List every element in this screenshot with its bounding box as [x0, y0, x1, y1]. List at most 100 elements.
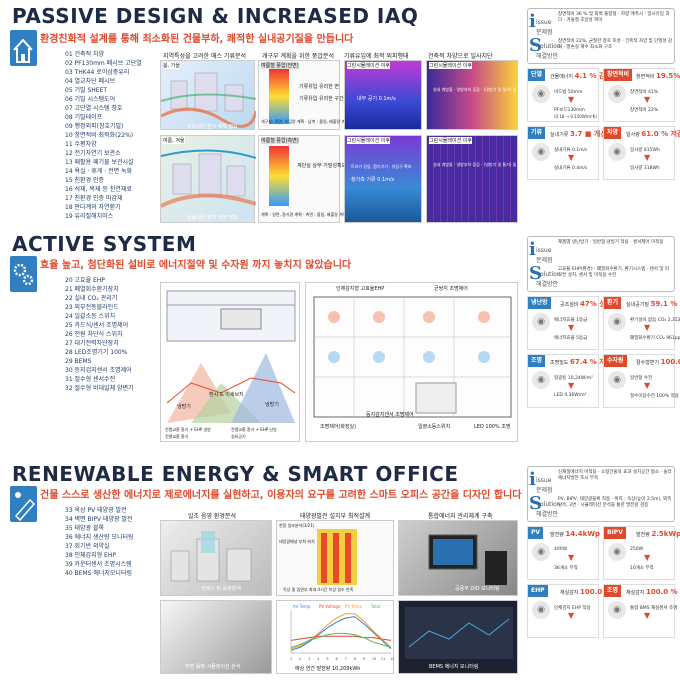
panel-heading: 기류유입에 최적 외피행태: [344, 53, 409, 60]
metric-after: 에너지효율 5등급: [554, 336, 588, 341]
legend-entry: PV Temp: [345, 604, 363, 609]
x-tick-label: 4: [317, 657, 320, 661]
metric-before: 일반형 수전: [630, 376, 653, 381]
metric-after: LED 4,36W/m²: [554, 393, 587, 398]
x-tick-label: 3: [308, 657, 310, 661]
metric-before: 인체감지 EHP 적용: [554, 606, 591, 611]
feature-item: 25 카드식/센서 조명제어: [65, 322, 129, 329]
feature-item: 27 대기전력차단장치: [65, 340, 119, 347]
issue-box: i issue 문제점 신재생에너지 미적용 · 소형건물의 효과 설치공간 협…: [527, 466, 675, 522]
arrow-down-icon: ▼: [644, 611, 651, 620]
did-monitor-image: 공용부 DID 모니터링: [398, 520, 518, 596]
metric-head: 단열: [528, 69, 546, 81]
feature-item: 34 벽면 BIPV 태양광 발전: [65, 516, 133, 523]
x-tick-label: 11: [381, 657, 385, 661]
hvac-section-diagram: 냉방기 환시 & 이세브지 냉방기 전열교환 환기 + EHP 냉방 전열교환 …: [160, 282, 300, 442]
feature-item: 36 에너지 생산량 모니터링: [65, 534, 134, 541]
metric-head: 기류: [528, 127, 546, 139]
x-tick-label: 7: [345, 657, 347, 661]
feature-item: 09 행정외피(창호기밀): [65, 123, 124, 130]
x-tick-label: 6: [335, 657, 337, 661]
metric-icon: ◉: [532, 85, 550, 103]
metric-value: 발전량 2.5kWp 설치: [636, 530, 680, 538]
metric-before: 비드법 50mm: [554, 90, 583, 95]
metric-value: 일사량 61.0 % 저감: [626, 130, 680, 138]
panel-heading: 지역특성을 고려한 매스 기류분석: [163, 53, 247, 60]
arrow-down-icon: ▼: [644, 153, 651, 162]
gears-icon: [10, 256, 37, 292]
metric-before: 창면적비 41%: [630, 90, 658, 95]
panel-heading: 태양광발전 설치부 최적설계: [300, 513, 371, 520]
metric-before: 에너지효율 1등급: [554, 318, 588, 323]
legend-entry: PV Voltage: [319, 604, 341, 609]
section-renewable: RENEWABLE ENERGY & SMART OFFICE 건물 스스로 생…: [0, 454, 680, 682]
x-tick-label: 5: [326, 657, 328, 661]
metric-after: 10개소 부착: [630, 566, 654, 571]
simulation-image-before: 그린시뮬레이션 이후 내부 공기 0.1m/s: [344, 60, 422, 130]
metric-head: 조명: [604, 585, 622, 597]
feature-item: 28 LED조명기기 100%: [65, 349, 128, 356]
feature-item: 11 수평차양: [65, 141, 97, 148]
feature-item: 06 기밀 시스템도어: [65, 96, 116, 103]
x-tick-label: 12: [390, 657, 394, 661]
feature-item: 40 BEMS 에너지모니터링: [65, 570, 132, 577]
metric-before: 400W: [554, 547, 568, 552]
metric-after: 절수이용수전 100% 적용: [630, 394, 679, 399]
feature-item: 19 유리절해치미스: [65, 213, 114, 220]
metric-value: 발전량 14.4kWp 설치: [550, 530, 616, 538]
metric-value: 절수형변기 100.0 % 적용: [636, 358, 680, 366]
pv-layout-image: 천정 일조분석(3/21) 태양광패널 부착 위치 옥상 및 입면부 최대 4시…: [276, 520, 394, 596]
feature-item: 13 패활용 패기물 보관시설: [65, 159, 134, 166]
panel-heading: 건축적 차양으로 일사치단: [428, 53, 493, 60]
pressure-image-side: 여름철 풍압(측면) 계단실 상부 기밀성확보 필요 계획 : 양면, 환기량 …: [258, 135, 357, 223]
metric-card: 수자원 절수형변기 100.0 % 적용 ◉ 일반형 수전▼ 절수이용수전 100% 적…: [603, 354, 680, 408]
metric-value: 창면적비 19.5% 축소: [636, 72, 680, 80]
arrow-down-icon: ▼: [644, 381, 651, 390]
metric-head: 조명: [528, 355, 546, 367]
feature-item: 37 회기반 외약실: [65, 543, 110, 550]
feature-item: 30 등지검지센서 조명제어: [65, 367, 132, 374]
feature-item: 24 일괄소등 스위치: [65, 313, 116, 320]
metric-head: EHP: [528, 585, 548, 597]
feature-item: 10 창면적비 최적화(22%): [65, 132, 134, 139]
feature-item: 12 전기자연기 보관소: [65, 150, 121, 157]
feature-item: 16 석재, 목재 등 친연재료: [65, 186, 132, 193]
metric-head: BIPV: [604, 527, 626, 539]
panel-heading: 일조 음영 환경분석: [188, 513, 236, 520]
metric-icon: ◉: [608, 601, 626, 619]
feature-item: 21 폐열회수환기장치: [65, 286, 119, 293]
feature-item: 26 전원 차단식 스위치: [65, 331, 123, 338]
feature-item: 01 건축적 차양: [65, 51, 105, 58]
feature-item: 07 고단열 시스템 창호: [65, 105, 123, 112]
section-title: PASSIVE DESIGN & INCREASED IAQ: [12, 4, 419, 28]
feature-item: 31 절수형 센서수전: [65, 376, 116, 383]
metric-icon: ◉: [608, 371, 626, 389]
metric-before: 형광등 10,24W/m²: [554, 376, 593, 381]
feature-item: 14 욕실 · 휴게 · 전면 녹화: [65, 168, 133, 175]
x-tick-label: 10: [372, 657, 376, 661]
x-tick-label: 2: [299, 657, 301, 661]
arrow-down-icon: ▼: [644, 323, 651, 332]
metric-head: 수자원: [604, 355, 627, 367]
x-tick-label: 9: [363, 657, 365, 661]
arrow-down-icon: ▼: [644, 553, 651, 562]
chart-axis: [290, 611, 391, 654]
metric-icon: ◉: [608, 85, 626, 103]
feature-item: 33 옥상 PV 태양광 발전: [65, 507, 127, 514]
metric-value: 건물에너지 4.1 % 감축: [550, 72, 612, 80]
simulation-image-after: 그린시뮬레이션 이후 트리가 정동, 환기기기 · 유입구 확보 창가측 기류 …: [344, 135, 422, 223]
metric-before: 통합 BMS 재실센서 조명: [630, 606, 678, 611]
pressure-image-front: 여름철 풍압(전면) 기류유입 유리한 면 기류유입 유리한 구간 개구부: 전…: [258, 60, 349, 130]
arrow-down-icon: ▼: [568, 323, 575, 332]
metric-head: 차양: [604, 127, 622, 139]
metric-after: 36개소 부착: [554, 566, 578, 571]
shadow-simulation-image: 주변 음영 시뮬레이션 분석: [160, 600, 272, 674]
